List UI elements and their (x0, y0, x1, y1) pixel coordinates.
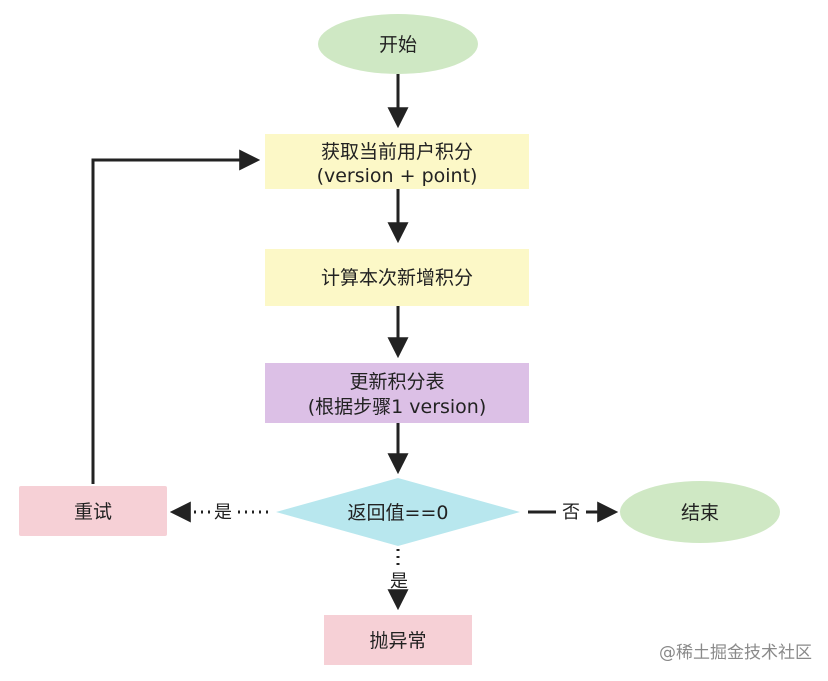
calc-points-box (265, 249, 529, 306)
decision-label: 返回值==0 (348, 502, 449, 524)
get-points-box (265, 134, 529, 189)
edges (91, 74, 619, 611)
update-table-box (265, 363, 529, 423)
retry-box (19, 486, 167, 536)
decision-diamond (276, 478, 520, 546)
node-update-table: 更新积分表 (根据步骤1 version) (265, 363, 529, 423)
update-table-label-line1: 更新积分表 (349, 371, 444, 393)
start-label: 开始 (379, 34, 417, 56)
edge-label-no-right: 否 (562, 502, 580, 523)
throw-label: 抛异常 (369, 630, 426, 652)
edge-label-yes-left: 是 (214, 502, 232, 523)
watermark-text: @稀土掘金技术社区 (659, 643, 812, 663)
calc-points-label: 计算本次新增积分 (321, 267, 473, 289)
get-points-label-line2: (version + point) (317, 165, 478, 187)
node-retry: 重试 (19, 486, 167, 536)
node-get-points: 获取当前用户积分 (version + point) (265, 134, 529, 189)
end-label: 结束 (681, 502, 719, 524)
node-end: 结束 (620, 481, 780, 543)
get-points-label-line1: 获取当前用户积分 (321, 141, 473, 163)
throw-box (324, 615, 472, 665)
start-terminal-shape (318, 14, 478, 74)
edge-retry-to-get-points (91, 149, 261, 484)
node-calc-points: 计算本次新增积分 (265, 249, 529, 306)
node-throw: 抛异常 (324, 615, 472, 665)
edge-label-yes-down: 是 (390, 571, 408, 592)
node-decision: 返回值==0 (276, 478, 520, 546)
update-table-label-line2: (根据步骤1 version) (308, 396, 487, 418)
retry-label: 重试 (74, 501, 112, 523)
end-terminal-shape (620, 481, 780, 543)
node-start: 开始 (318, 14, 478, 74)
